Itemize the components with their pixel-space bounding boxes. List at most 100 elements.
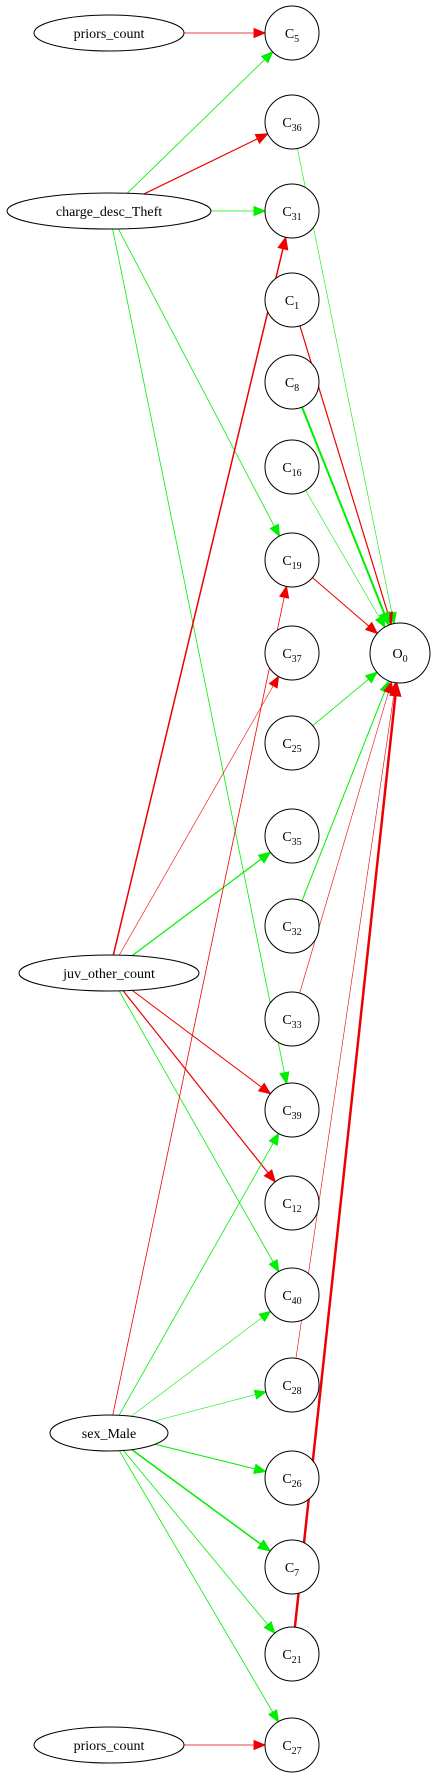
- node-label-main: C: [285, 376, 294, 391]
- node-shape-c28: [264, 1357, 320, 1413]
- node-label-subscript: 40: [292, 1296, 302, 1307]
- node-label-main: C: [282, 1289, 291, 1304]
- arrowhead-juv_other_count-to-c37: [268, 675, 280, 689]
- node-c7: C7: [264, 1539, 320, 1595]
- arrowhead-priors_count_top-to-c5: [253, 27, 267, 39]
- node-label-main: C: [282, 830, 291, 845]
- arrowhead-charge_desc_theft-to-c36: [254, 133, 269, 144]
- node-label-subscript: 31: [292, 212, 302, 223]
- arrowhead-sex_male-to-c26: [253, 1463, 268, 1474]
- node-shape-c7: [264, 1539, 320, 1595]
- node-c1: C1: [264, 272, 320, 328]
- node-label-c8: C8: [285, 376, 299, 394]
- node-juv_other_count: juv_other_count: [18, 954, 200, 992]
- edge-sex_male-to-c27: [119, 1450, 274, 1713]
- edges-layer: [112, 27, 402, 1751]
- node-shape-c32: [264, 898, 320, 954]
- node-label-c21: C21: [282, 1648, 301, 1666]
- node-shape-c8: [264, 354, 320, 410]
- node-c21: C21: [264, 1626, 320, 1682]
- node-shape-c27: [264, 1717, 320, 1773]
- node-shape-c21: [264, 1626, 320, 1682]
- arrowhead-c21-to-o0: [389, 681, 402, 697]
- edge-juv_other_count-to-c31: [112, 248, 284, 956]
- node-label-c28: C28: [282, 1379, 301, 1397]
- node-label-main: C: [285, 1561, 294, 1576]
- node-label-c39: C39: [282, 1104, 301, 1122]
- arrowhead-juv_other_count-to-c40: [268, 1258, 280, 1273]
- edge-charge_desc_theft-to-c36: [143, 138, 258, 195]
- node-c26: C26: [264, 1450, 320, 1506]
- arrowhead-c19-to-o0: [364, 621, 379, 635]
- node-shape-c37: [264, 625, 320, 681]
- edge-c19-to-o0: [312, 577, 370, 627]
- node-c16: C16: [264, 439, 320, 495]
- node-label-subscript: 33: [292, 1020, 302, 1031]
- node-label-c36: C36: [282, 116, 301, 134]
- node-c19: C19: [264, 532, 320, 588]
- edge-sex_male-to-c39: [118, 1142, 274, 1416]
- arrowhead-juv_other_count-to-c12: [263, 1169, 277, 1183]
- node-label-subscript: 27: [292, 1746, 302, 1757]
- node-label-main: C: [282, 1739, 291, 1754]
- node-label-main: priors_count: [74, 27, 145, 42]
- arrowhead-juv_other_count-to-c39: [257, 1082, 272, 1095]
- edge-sex_male-to-c19: [112, 597, 285, 1416]
- node-label-c27: C27: [282, 1739, 301, 1757]
- node-c27: C27: [264, 1717, 320, 1773]
- node-label-c16: C16: [282, 461, 301, 479]
- node-label-c25: C25: [282, 737, 301, 755]
- arrowhead-sex_male-to-c19: [278, 585, 290, 599]
- node-label-main: C: [282, 1472, 291, 1487]
- arrowhead-sex_male-to-c21: [263, 1621, 276, 1635]
- node-c35: C35: [264, 808, 320, 864]
- node-shape-c12: [264, 1175, 320, 1231]
- edge-sex_male-to-c28: [153, 1394, 256, 1422]
- node-label-c19: C19: [282, 554, 301, 572]
- edge-juv_other_count-to-c12: [122, 990, 269, 1174]
- node-shape-priors_count_bottom: [33, 1726, 185, 1764]
- node-shape-juv_other_count: [18, 954, 200, 992]
- node-shape-charge_desc_theft: [6, 192, 212, 230]
- node-label-subscript: 26: [292, 1479, 302, 1490]
- node-label-c31: C31: [282, 205, 301, 223]
- node-label-c26: C26: [282, 1472, 301, 1490]
- node-label-c33: C33: [282, 1013, 301, 1031]
- node-shape-o0: [369, 622, 431, 684]
- node-shape-c35: [264, 808, 320, 864]
- node-c28: C28: [264, 1357, 320, 1413]
- node-shape-c39: [264, 1082, 320, 1138]
- node-label-main: C: [282, 461, 291, 476]
- node-label-subscript: 36: [292, 123, 302, 134]
- node-label-main: C: [282, 1197, 291, 1212]
- node-shape-priors_count_top: [33, 14, 185, 52]
- arrowhead-charge_desc_theft-to-c31: [253, 205, 267, 217]
- node-label-main: C: [282, 1104, 291, 1119]
- arrowhead-juv_other_count-to-c35: [257, 851, 272, 864]
- node-label-subscript: 5: [294, 34, 299, 45]
- node-label-subscript: 16: [292, 468, 302, 479]
- node-o0: O0: [369, 622, 431, 684]
- node-c12: C12: [264, 1175, 320, 1231]
- node-label-main: sex_Male: [82, 1427, 136, 1442]
- node-priors_count_top: priors_count: [33, 14, 185, 52]
- edge-c32-to-o0: [301, 691, 386, 902]
- node-label-main: C: [282, 205, 291, 220]
- edge-juv_other_count-to-c35: [131, 858, 262, 957]
- node-c40: C40: [264, 1267, 320, 1323]
- node-label-priors_count_bottom: priors_count: [74, 1739, 145, 1754]
- edge-sex_male-to-c40: [130, 1317, 263, 1417]
- arrowhead-c25-to-o0: [364, 671, 378, 684]
- node-label-main: charge_desc_Theft: [56, 205, 162, 220]
- arrowhead-juv_other_count-to-c31: [277, 235, 289, 251]
- arrowhead-sex_male-to-c28: [253, 1389, 268, 1400]
- node-label-subscript: 7: [294, 1568, 299, 1579]
- node-shape-c1: [264, 272, 320, 328]
- node-shape-c33: [264, 991, 320, 1047]
- node-label-main: C: [282, 554, 291, 569]
- edge-charge_desc_theft-to-c19: [118, 228, 275, 527]
- node-label-c12: C12: [282, 1197, 301, 1215]
- node-label-c40: C40: [282, 1289, 301, 1307]
- edge-c8-to-o0: [301, 406, 386, 614]
